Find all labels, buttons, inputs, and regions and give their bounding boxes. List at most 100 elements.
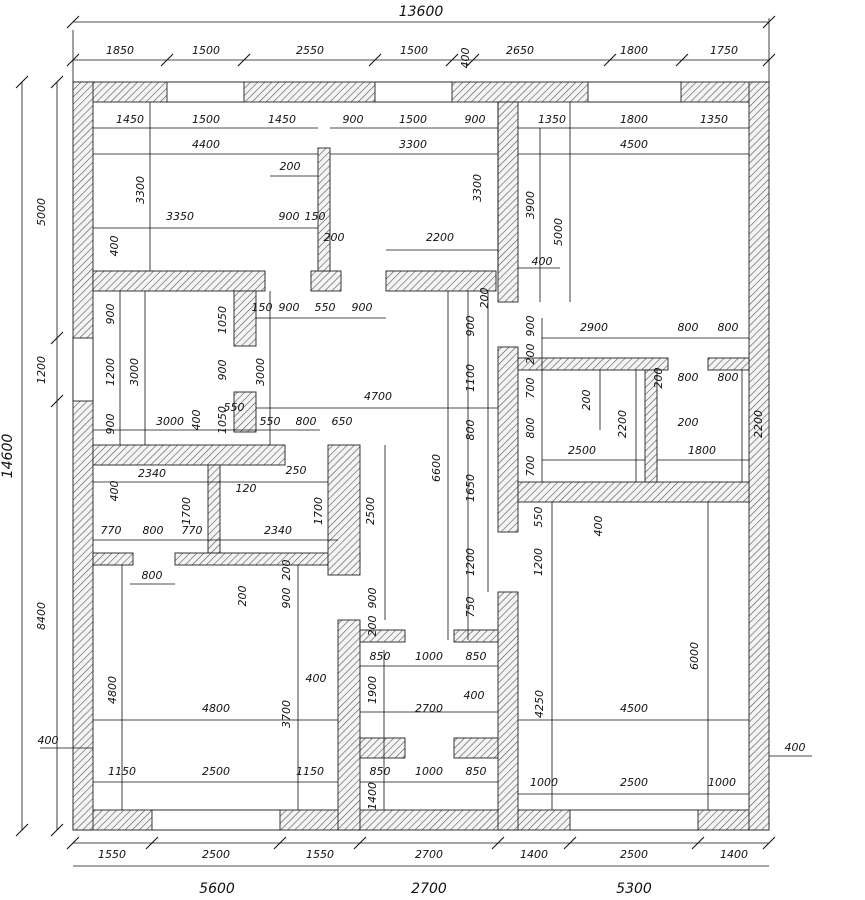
dimension-label: 550: [224, 401, 245, 414]
dimension-label: 650: [332, 415, 353, 428]
dimension-label: 550: [315, 301, 336, 314]
dimension-label: 800: [142, 569, 163, 582]
dimension-label: 1800: [620, 113, 648, 126]
window: [374, 81, 453, 103]
dimension-label: 700: [524, 456, 537, 477]
inner-wall: [92, 552, 134, 566]
dimension-label: 2700: [415, 702, 443, 715]
dimension-label: 2200: [616, 410, 629, 438]
top-dim: 1500: [400, 44, 428, 57]
dimension-label: 3000: [254, 358, 267, 386]
dimension-tick: [66, 15, 80, 29]
dimension-label: 2500: [202, 765, 230, 778]
dimension-label: 1500: [192, 113, 220, 126]
dimension-label: 850: [370, 650, 391, 663]
dimension-label: 800: [718, 321, 739, 334]
dimension-label: 1000: [530, 776, 558, 789]
top-dim: 1750: [710, 44, 738, 57]
dimension-label: 800: [464, 420, 477, 441]
dimension-label: 3700: [280, 700, 293, 728]
dimension-label: 2200: [426, 231, 454, 244]
left-dim: 1200: [35, 356, 48, 384]
dimension-tick: [273, 836, 287, 850]
bottom-total: 5300: [616, 881, 652, 897]
dimension-label: 2500: [364, 497, 377, 525]
dimension-tick: [675, 53, 689, 67]
dimension-label: 850: [466, 650, 487, 663]
left-dim: 5000: [35, 198, 48, 226]
dimension-tick: [563, 836, 577, 850]
dimension-label: 800: [143, 524, 164, 537]
dimension-label: 800: [718, 371, 739, 384]
dimension-label: 400: [108, 236, 121, 257]
bottom-dim: 1400: [720, 848, 748, 861]
walls: [72, 81, 770, 831]
dimension-tick: [66, 836, 80, 850]
dimension-label: 2340: [138, 467, 166, 480]
inner-wall: [327, 444, 361, 576]
dimension-tick: [15, 75, 29, 89]
inner-wall: [92, 444, 286, 466]
dimension-label: 3900: [524, 191, 537, 219]
dimension-tick: [50, 75, 64, 89]
dimension-label: 4800: [106, 676, 119, 704]
window: [72, 337, 94, 402]
inner-wall: [92, 270, 266, 292]
dimension-label: 900: [464, 316, 477, 337]
inner-wall: [317, 147, 331, 272]
inner-wall: [517, 481, 750, 503]
dimension-tick: [491, 836, 505, 850]
dimension-label: 700: [524, 378, 537, 399]
dimension-label: 3350: [166, 210, 194, 223]
dimension-label: 770: [101, 524, 122, 537]
dimension-label: 770: [182, 524, 203, 537]
top-dim: 2550: [296, 44, 324, 57]
dimension-label: 400: [306, 672, 327, 685]
dimension-labels: 13600 14600 1850 1500 2550 1500 400 2650…: [0, 4, 806, 897]
dimension-label: 1200: [532, 548, 545, 576]
dimension-tick: [368, 53, 382, 67]
dimension-label: 4500: [620, 138, 648, 151]
dimension-label: 2200: [752, 410, 765, 438]
dimension-label: 800: [296, 415, 317, 428]
dimension-label: 4500: [620, 702, 648, 715]
bottom-dim: 1400: [520, 848, 548, 861]
dimension-label: 6600: [430, 454, 443, 482]
dimension-label: 200: [366, 616, 379, 637]
dimension-label: 4400: [192, 138, 220, 151]
window: [151, 809, 281, 831]
dimension-label: 900: [104, 414, 117, 435]
dimension-label: 1050: [216, 406, 229, 434]
outer-wall-left: [72, 81, 94, 831]
dimension-label: 200: [678, 416, 699, 429]
dimension-label: 200: [580, 390, 593, 411]
dimension-label: 1000: [708, 776, 736, 789]
dimension-label: 3300: [399, 138, 427, 151]
dimension-label: 1450: [268, 113, 296, 126]
window: [569, 809, 699, 831]
dimension-label: 1450: [116, 113, 144, 126]
dimension-label: 200: [236, 586, 249, 607]
dimension-lines: [15, 15, 812, 867]
dimension-label: 900: [366, 588, 379, 609]
dimension-tick: [603, 53, 617, 67]
dimension-tick: [353, 836, 367, 850]
dimension-label: 2900: [580, 321, 608, 334]
dimension-label: 200: [478, 288, 491, 309]
dimension-label: 1150: [296, 765, 324, 778]
window: [166, 81, 245, 103]
bottom-dim: 1550: [98, 848, 126, 861]
dimension-label: 1350: [700, 113, 728, 126]
dimension-label: 3000: [128, 358, 141, 386]
dimension-label: 2500: [568, 444, 596, 457]
dimension-label: 5000: [552, 218, 565, 246]
dimension-label: 200: [524, 344, 537, 365]
dimension-tick: [50, 394, 64, 408]
dimension-label: 900: [524, 316, 537, 337]
dimension-label: 4700: [364, 390, 392, 403]
inner-wall: [497, 591, 519, 831]
dimension-label: 1100: [464, 364, 477, 392]
dimension-label: 900: [216, 360, 229, 381]
dimension-label: 1000: [415, 650, 443, 663]
dimension-label: 1800: [688, 444, 716, 457]
